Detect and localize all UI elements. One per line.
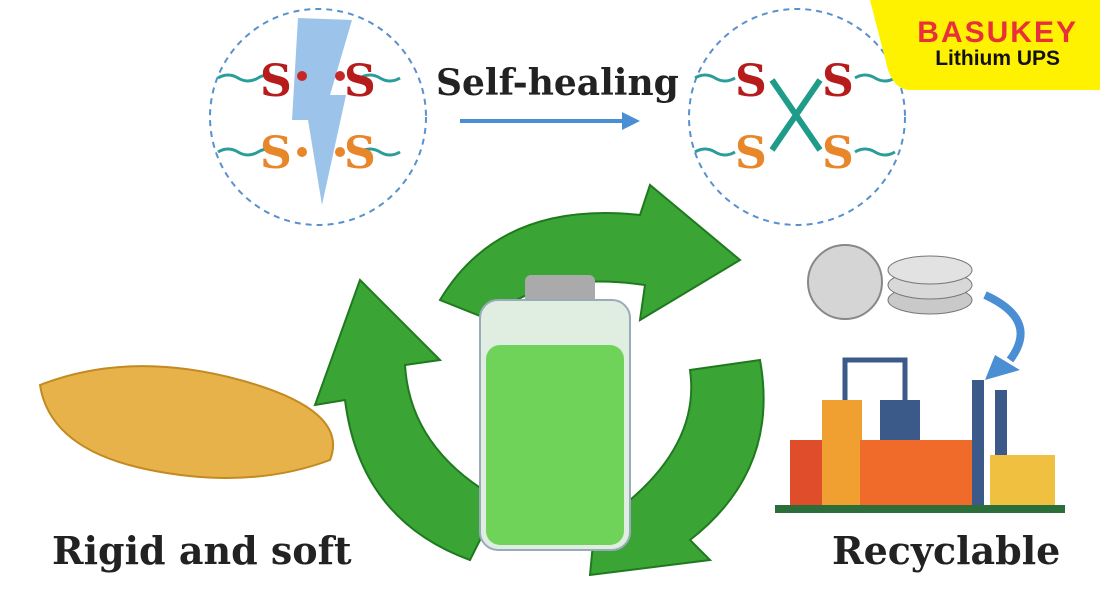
recyclable-label: Recyclable — [832, 528, 1061, 573]
arrow-right-icon — [460, 112, 640, 130]
rigid-and-soft-label: Rigid and soft — [52, 528, 352, 573]
atom-s-8: S — [822, 128, 854, 179]
atom-s-4: S — [344, 128, 376, 179]
logo-background — [870, 0, 1100, 90]
atom-s-7: S — [735, 128, 767, 179]
logo-text: BASUKEY Lithium UPS — [917, 18, 1078, 70]
brand-logo: BASUKEY Lithium UPS — [870, 0, 1100, 90]
healed-bond-diagram — [688, 8, 906, 226]
atom-s-5: S — [735, 56, 767, 107]
atom-s-2: S — [344, 56, 376, 107]
atom-s-6: S — [822, 56, 854, 107]
broken-bond-diagram — [209, 8, 427, 226]
brand-name: BASUKEY — [917, 16, 1078, 49]
factory-icon — [775, 357, 1065, 513]
recycle-arrows-icon — [313, 183, 765, 577]
self-healing-label: Self-healing — [436, 62, 679, 104]
battery-icon — [479, 275, 631, 551]
lightning-icon — [292, 18, 352, 205]
brand-subtitle: Lithium UPS — [935, 47, 1061, 70]
atom-s-3: S — [260, 128, 292, 179]
atom-s-1: S — [260, 56, 292, 107]
flexible-mesh-icon — [38, 365, 335, 479]
curved-arrow-icon — [983, 291, 1025, 380]
coin-cells-icon — [807, 244, 973, 320]
